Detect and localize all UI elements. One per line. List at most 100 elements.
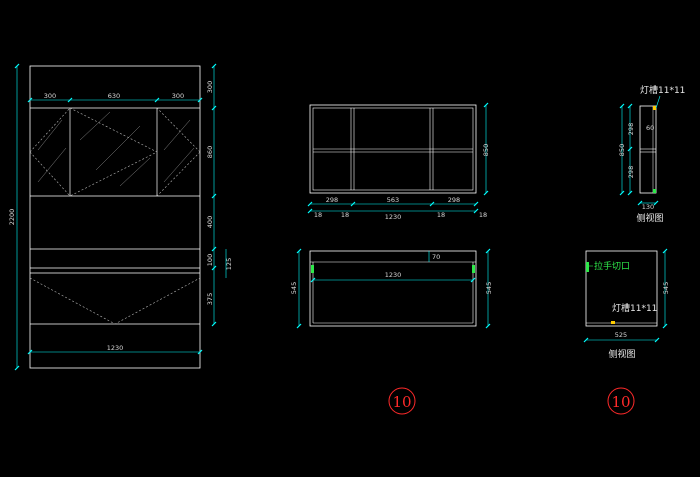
mark-right: 10: [607, 387, 635, 415]
dim-tick: [662, 248, 668, 254]
dim-tick: [473, 201, 479, 207]
dim-tick: [67, 97, 73, 103]
base-handle-mark: [311, 265, 314, 273]
handle-cut-mark: [586, 262, 589, 272]
dim-text: 18: [479, 211, 487, 219]
dim-tick: [197, 97, 203, 103]
dim-tick: [310, 277, 316, 283]
groove-label: 灯槽11*11: [640, 84, 685, 96]
dim-tick: [211, 321, 217, 327]
mark-circle: [607, 387, 635, 415]
glass-hatch: [37, 119, 63, 151]
side-top-outline: [639, 105, 657, 194]
dim-text: 1230: [385, 213, 402, 221]
dim-text: 1230: [385, 271, 402, 279]
dim-text: 18: [314, 211, 322, 219]
front-view: [14, 63, 227, 371]
shelf-outline: [309, 104, 477, 194]
dim-tick: [27, 97, 33, 103]
dim-text: 300: [172, 92, 184, 100]
dim-tick: [296, 323, 302, 329]
handle-cut-label: 拉手切口: [594, 260, 630, 272]
dim-text: 298: [448, 196, 460, 204]
dim-tick: [307, 201, 313, 207]
dim-tick: [583, 337, 589, 343]
glass-hatch: [95, 125, 141, 171]
dim-tick: [483, 190, 489, 196]
side-view-caption: 侧视图: [608, 348, 635, 360]
groove-mark: [611, 321, 615, 324]
dim-tick: [154, 97, 160, 103]
shelf-view: [307, 102, 489, 214]
dim-tick: [211, 63, 217, 69]
dim-tick: [470, 277, 476, 283]
groove-label: 灯槽11*11: [612, 302, 657, 314]
dim-tick: [627, 103, 633, 109]
dim-text: 300: [44, 92, 56, 100]
dim-tick: [350, 201, 356, 207]
leader-line: [655, 95, 661, 109]
dim-tick: [662, 323, 668, 329]
dim-text: 298: [326, 196, 338, 204]
dim-text: 18: [437, 211, 445, 219]
dim-tick: [473, 208, 479, 214]
glass-hatch: [119, 157, 151, 187]
dim-tick: [483, 102, 489, 108]
hinge-dashed: [69, 107, 158, 197]
glass-hatch: [79, 111, 111, 141]
dim-tick: [627, 146, 633, 152]
dim-tick: [637, 200, 643, 206]
dim-text: 298: [627, 166, 635, 178]
base-outline: [309, 250, 477, 327]
dim-text: 70: [432, 253, 440, 261]
dim-text: 630: [108, 92, 120, 100]
mark-circle: [388, 387, 416, 415]
shelf-dim-texts: 298 563 298 1230 18 18 18 18 850: [314, 144, 490, 221]
base-handle-mark: [472, 265, 475, 273]
dim-text: 125: [225, 258, 233, 270]
dim-tick: [197, 349, 203, 355]
dim-text: 850: [482, 144, 490, 156]
dim-text: 18: [341, 211, 349, 219]
hinge-dashed: [156, 107, 201, 153]
groove-mark: [653, 106, 656, 110]
side-bottom-texts: 拉手切口 灯槽11*11 545 525 侧视图: [594, 260, 670, 360]
dim-text: 545: [290, 282, 298, 294]
dim-text: 130: [642, 203, 654, 211]
side-view-caption: 侧视图: [636, 212, 663, 224]
dim-tick: [654, 337, 660, 343]
glass-hatch: [163, 147, 195, 183]
dim-tick: [14, 365, 20, 371]
dim-text: 2200: [8, 209, 16, 226]
dim-text: 400: [206, 216, 214, 228]
dim-tick: [211, 105, 217, 111]
side-bottom-outline: [585, 250, 658, 327]
dim-text: 298: [627, 123, 635, 135]
hinge-dashed: [29, 151, 71, 197]
side-view-bottom: [583, 248, 668, 343]
front-outline: [29, 65, 201, 369]
dim-text: 563: [387, 196, 399, 204]
dim-text: 300: [206, 81, 214, 93]
glass-hatch: [163, 119, 191, 151]
dim-tick: [653, 200, 659, 206]
dim-text: 525: [615, 331, 627, 339]
dim-tick: [619, 103, 625, 109]
dim-tick: [14, 63, 20, 69]
dim-text: 375: [206, 293, 214, 305]
glass-hatch: [37, 147, 67, 183]
dim-tick: [211, 246, 217, 252]
mark-left: 10: [388, 387, 416, 415]
dim-text: 1230: [107, 344, 124, 352]
hinge-dashed: [29, 107, 71, 153]
dim-text: 545: [485, 282, 493, 294]
front-dim-texts: 300 630 300 300 860 400 100 375 125 2200…: [8, 81, 233, 352]
dim-tick: [27, 349, 33, 355]
dim-tick: [296, 248, 302, 254]
dim-text: 60: [646, 124, 654, 132]
side-view-top: [619, 95, 661, 206]
mark-number: 10: [392, 393, 411, 411]
base-dim-texts: 1230 70 545 545: [290, 253, 493, 294]
dim-tick: [619, 190, 625, 196]
